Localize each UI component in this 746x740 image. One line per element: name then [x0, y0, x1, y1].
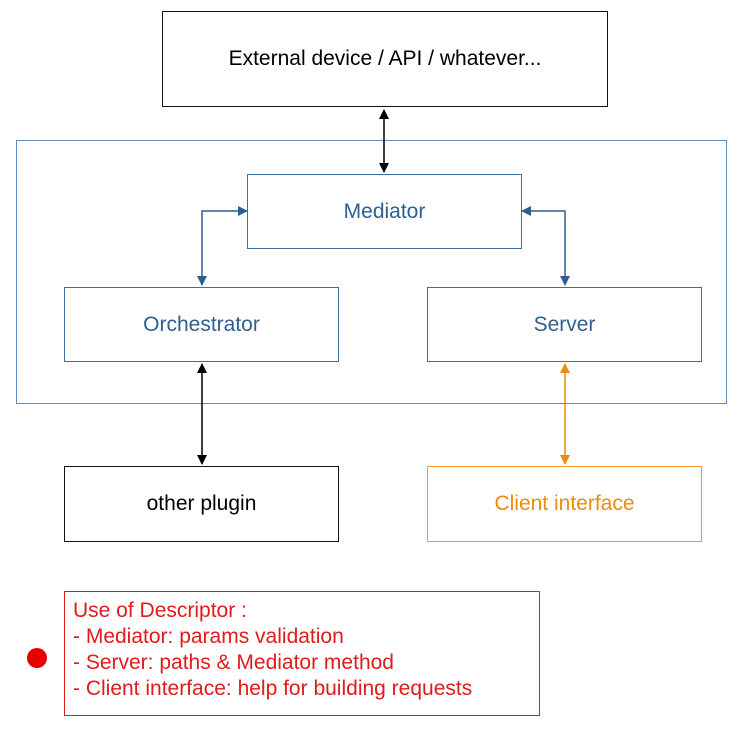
client-interface-node: Client interface [427, 466, 702, 542]
red-bullet-dot [27, 648, 47, 668]
note-line: - Client interface: help for building re… [73, 677, 473, 700]
server-node: Server [427, 287, 702, 362]
arrow-mediator-orchestrator [197, 206, 248, 286]
external-device-label: External device / API / whatever... [228, 47, 542, 70]
client-interface-label: Client interface [494, 492, 635, 515]
descriptor-note: Use of Descriptor : - Mediator: params v… [64, 591, 540, 716]
arrow-mediator-server [521, 206, 570, 286]
orchestrator-label: Orchestrator [143, 312, 260, 336]
other-plugin-label: other plugin [146, 492, 257, 515]
server-label: Server [533, 312, 596, 336]
note-line: Use of Descriptor : [73, 599, 247, 622]
external-device-node: External device / API / whatever... [162, 11, 608, 107]
mediator-label: Mediator [343, 199, 426, 223]
note-line: - Mediator: params validation [73, 625, 344, 648]
mediator-node: Mediator [247, 174, 522, 249]
other-plugin-node: other plugin [64, 466, 339, 542]
orchestrator-node: Orchestrator [64, 287, 339, 362]
note-line: - Server: paths & Mediator method [73, 651, 394, 674]
plugin-container [16, 140, 727, 404]
